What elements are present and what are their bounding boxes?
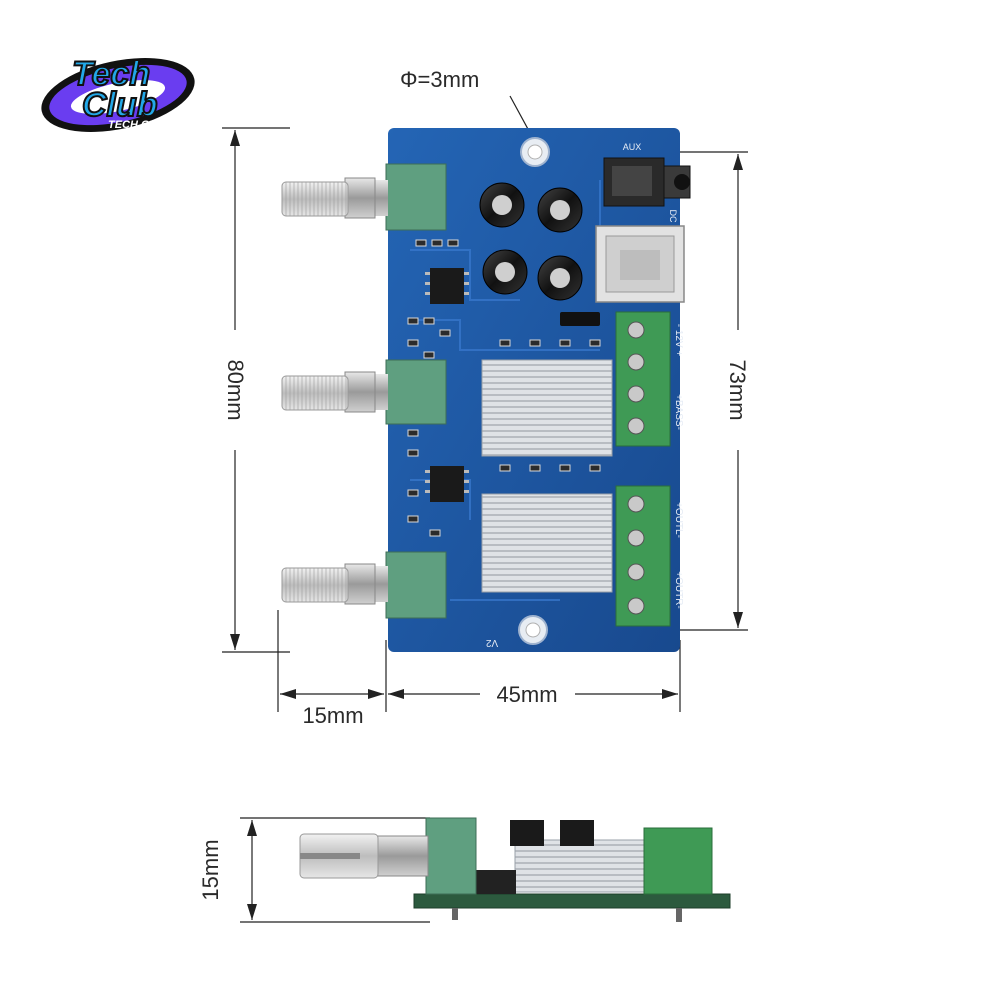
logo-line-1: Tech xyxy=(72,55,150,93)
logo-swoosh-hole xyxy=(70,80,166,114)
bass-terminal-label: +BASS- xyxy=(673,394,684,430)
version-label: V2 xyxy=(485,637,498,648)
side-height-label: 15mm xyxy=(198,839,223,900)
pcb-top-view: AUX DC xyxy=(281,128,691,652)
heatsink-1 xyxy=(481,359,613,457)
side-pcb xyxy=(413,893,731,909)
pcb-side-view xyxy=(299,817,731,922)
dimension-arrowheads xyxy=(230,130,743,920)
arrow-80-top xyxy=(230,130,240,146)
potentiometer-1 xyxy=(281,163,447,231)
outl-terminal-label: +OUTL- xyxy=(673,502,684,538)
side-capacitor-2 xyxy=(560,820,594,846)
side-pot-bushing xyxy=(375,835,429,877)
smd-components xyxy=(407,239,601,537)
arrow-73-bottom xyxy=(733,612,743,628)
arrow-45-left xyxy=(388,689,404,699)
tech-club-logo: Tech Club TECH CLUB xyxy=(41,54,195,133)
hole-diameter-label: Φ=3mm xyxy=(400,67,479,92)
dc-power-jack xyxy=(595,225,685,303)
arrow-side-bottom xyxy=(247,904,257,920)
dc-label: DC xyxy=(668,210,678,223)
logo-subtitle: TECH CLUB xyxy=(108,119,172,131)
arrow-side-top xyxy=(247,820,257,836)
arrow-73-top xyxy=(733,154,743,170)
capacitor-3 xyxy=(482,249,528,295)
logo-line-2: Club xyxy=(82,86,158,124)
side-capacitor-1 xyxy=(510,820,544,846)
side-standoff-1 xyxy=(452,908,458,920)
power-terminal-label: - 12V + xyxy=(673,324,684,357)
capacitor-1 xyxy=(479,182,525,228)
potentiometer-2 xyxy=(281,359,447,425)
side-pot-body xyxy=(425,817,477,895)
heatsink-2 xyxy=(481,493,613,593)
capacitor-2 xyxy=(537,187,583,233)
side-terminal-block xyxy=(643,827,713,895)
outr-terminal-label: +OUTR- xyxy=(673,571,684,609)
terminal-block-output xyxy=(615,485,671,627)
arrow-45-right xyxy=(662,689,678,699)
mount-span-label: 73mm xyxy=(725,359,750,420)
terminal-block-power-bass xyxy=(615,311,671,447)
jumper-header xyxy=(560,312,600,326)
potentiometer-3 xyxy=(281,551,447,619)
ic-chip-1 xyxy=(425,268,469,304)
board-height-label: 80mm xyxy=(223,359,248,420)
aux-jack xyxy=(603,157,691,207)
capacitor-4 xyxy=(537,255,583,301)
side-pot-shaft-slot xyxy=(300,853,360,859)
mounting-hole-top xyxy=(520,137,550,167)
arrow-80-bottom xyxy=(230,634,240,650)
aux-label: AUX xyxy=(623,142,642,152)
arrow-15-right xyxy=(368,689,384,699)
ic-chip-2 xyxy=(425,466,469,502)
side-components xyxy=(476,870,516,894)
side-standoff-2 xyxy=(676,908,682,922)
arrow-15-left xyxy=(280,689,296,699)
side-heatsink xyxy=(514,839,646,893)
board-width-label: 45mm xyxy=(496,682,557,707)
mounting-hole-bottom xyxy=(518,615,548,645)
shaft-length-label: 15mm xyxy=(302,703,363,728)
